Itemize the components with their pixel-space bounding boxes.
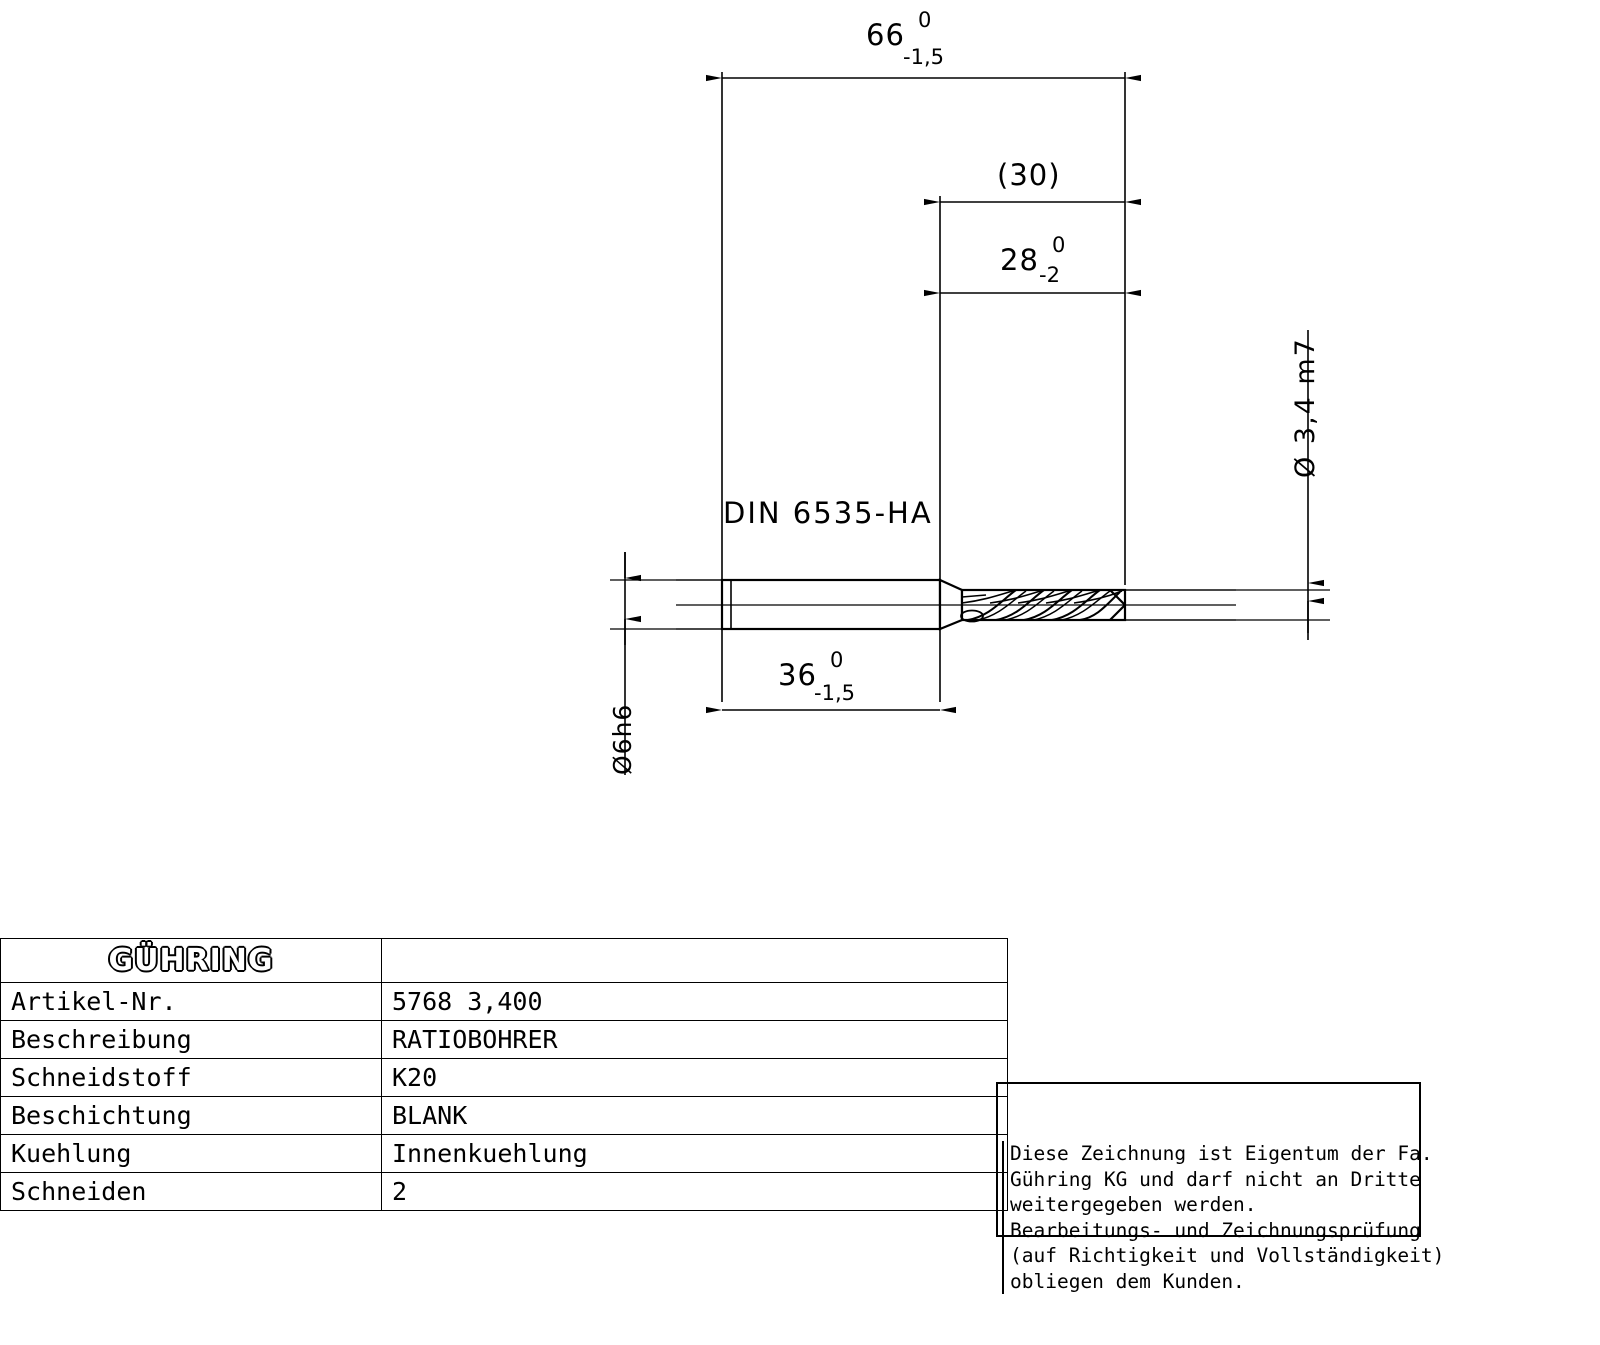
row-value-schneiden: 2	[381, 1172, 1008, 1211]
guhring-logo: GÜHRING	[107, 942, 274, 979]
table-row: Beschreibung RATIOBOHRER	[0, 1020, 1008, 1059]
technical-drawing-canvas	[610, 72, 1330, 775]
table-row: Schneiden 2	[0, 1172, 1008, 1211]
projection-edges	[676, 579, 1236, 630]
dimension-28-lower-tolerance: -2	[1039, 263, 1060, 287]
dimension-30-value: (30)	[997, 158, 1061, 192]
dimension-28-upper-tolerance: 0	[1052, 233, 1066, 257]
table-row: Beschichtung BLANK	[0, 1096, 1008, 1135]
dimension-66-value: 66	[866, 18, 905, 52]
row-value-beschreibung: RATIOBOHRER	[381, 1020, 1008, 1059]
title-block-table: GÜHRING Artikel-Nr. 5768 3,400 Beschreib…	[0, 938, 1008, 1211]
title-block: GÜHRING Artikel-Nr. 5768 3,400 Beschreib…	[0, 938, 1008, 1211]
standard-label: DIN 6535-HA	[723, 496, 933, 530]
logo-cell: GÜHRING	[0, 938, 382, 983]
dimension-drill-diameter-value: Ø 3,4 m7	[1290, 337, 1321, 478]
logo-row-empty-cell	[381, 938, 1008, 983]
drawing-sheet: 66 0 -1,5 (30) 28 0 -2 36 0 -1,5 Ø 3,4 m…	[0, 8, 1444, 1294]
copyright-notice-text: Diese Zeichnung ist Eigentum der Fa. Güh…	[1002, 1141, 1444, 1294]
title-block-logo-row: GÜHRING	[0, 938, 1008, 983]
table-row: Kuehlung Innenkuehlung	[0, 1134, 1008, 1173]
row-label-schneidstoff: Schneidstoff	[0, 1058, 382, 1097]
copyright-notice-box: Diese Zeichnung ist Eigentum der Fa. Güh…	[996, 1082, 1444, 1294]
row-value-kuehlung: Innenkuehlung	[381, 1134, 1008, 1173]
dimension-shank-diameter-value: Ø6h6	[608, 703, 637, 775]
dimension-36-value: 36	[778, 658, 817, 692]
row-label-beschreibung: Beschreibung	[0, 1020, 382, 1059]
dimension-line-shank-diameter	[610, 552, 730, 645]
row-label-artikel-nr: Artikel-Nr.	[0, 982, 382, 1021]
table-row: Artikel-Nr. 5768 3,400	[0, 982, 1008, 1021]
row-label-beschichtung: Beschichtung	[0, 1096, 382, 1135]
dimension-66-upper-tolerance: 0	[918, 8, 932, 32]
row-value-artikel-nr: 5768 3,400	[381, 982, 1008, 1021]
table-row: Schneidstoff K20	[0, 1058, 1008, 1097]
dimension-66-lower-tolerance: -1,5	[903, 45, 944, 69]
row-label-kuehlung: Kuehlung	[0, 1134, 382, 1173]
dimension-36-lower-tolerance: -1,5	[814, 681, 855, 705]
row-value-beschichtung: BLANK	[381, 1096, 1008, 1135]
dimension-36-upper-tolerance: 0	[830, 648, 844, 672]
row-value-schneidstoff: K20	[381, 1058, 1008, 1097]
row-label-schneiden: Schneiden	[0, 1172, 382, 1211]
dimension-28-value: 28	[1000, 243, 1039, 277]
